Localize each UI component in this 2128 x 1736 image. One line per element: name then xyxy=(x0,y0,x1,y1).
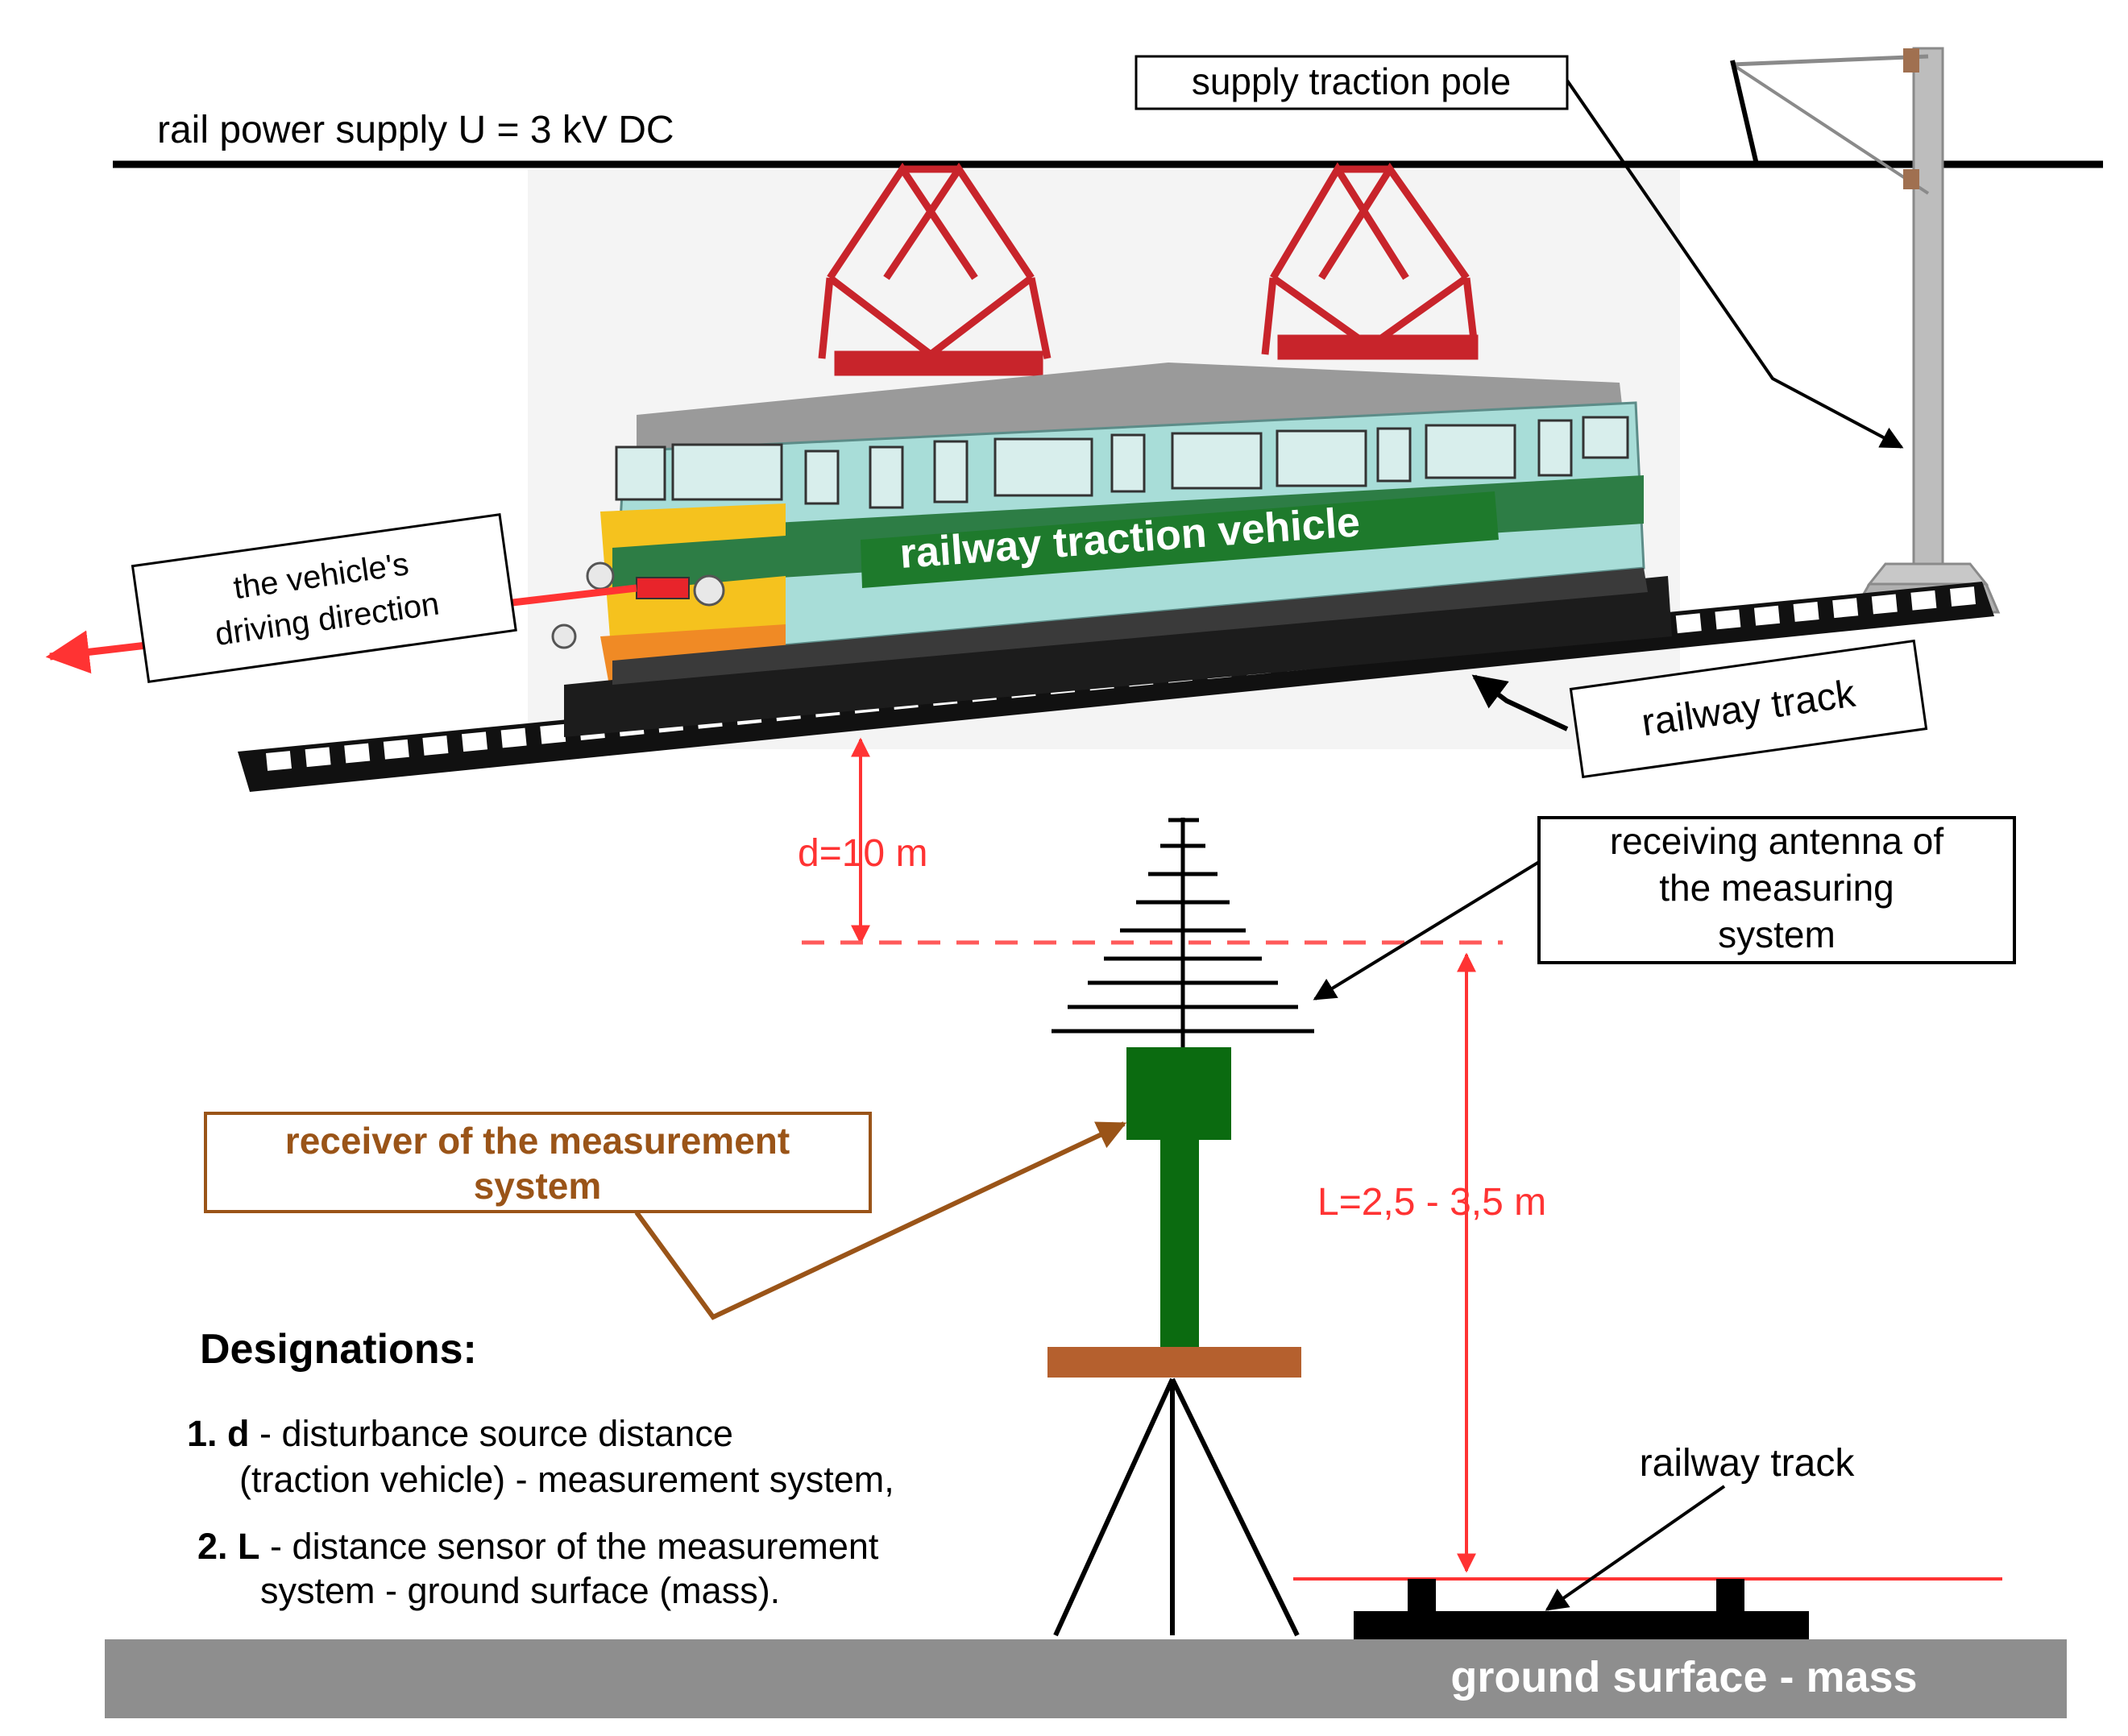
antenna-label-line1: receiving antenna of xyxy=(1610,820,1944,862)
designation-2-line1: 2. L - distance sensor of the measuremen… xyxy=(197,1526,879,1567)
receiver-label-box xyxy=(204,1112,872,1213)
track-bottom-label: railway track xyxy=(1640,1442,1856,1485)
track-sleeper xyxy=(266,751,292,771)
track-sleeper xyxy=(344,743,371,764)
designations-title: Designations: xyxy=(200,1326,477,1373)
antenna-label-line2: the measuring xyxy=(1659,867,1894,909)
track-sleeper xyxy=(383,739,409,760)
track-sleeper xyxy=(305,747,331,768)
track-sleeper xyxy=(1871,594,1898,615)
track-top-label: railway track xyxy=(1569,639,1928,779)
antenna-label-box xyxy=(1537,816,2016,964)
railway-traction-vehicle xyxy=(551,363,1672,737)
supply-pole-label: supply traction pole xyxy=(1192,60,1511,102)
track-sleeper xyxy=(1675,613,1702,634)
designation-2-line2: system - ground surface (mass). xyxy=(260,1570,780,1611)
driving-direction-label: the vehicle's driving direction xyxy=(131,512,517,683)
supply-pole-label-box xyxy=(1135,55,1569,110)
track-sleeper xyxy=(1949,586,1977,607)
vehicle-marker xyxy=(636,577,690,599)
ground-surface xyxy=(105,1639,2067,1718)
antenna-label-line3: system xyxy=(1718,914,1836,955)
track-sleeper xyxy=(1832,598,1859,619)
receiver-label-line1: receiver of the measurement xyxy=(285,1120,790,1162)
designations-legend: Designations: 1. d - disturbance source … xyxy=(187,1326,894,1611)
railway-track-bottom xyxy=(1354,1579,1809,1641)
power-supply-label: rail power supply U = 3 kV DC xyxy=(157,109,674,151)
supply-pole-pointer xyxy=(1566,79,1904,449)
pantograph-front xyxy=(818,162,1052,376)
track-sleeper xyxy=(422,735,449,756)
antenna-pointer xyxy=(1313,860,1541,1001)
ground-surface-label: ground surface - mass xyxy=(1450,1653,1917,1701)
pantograph-rear xyxy=(1261,162,1479,360)
designation-1-line2: (traction vehicle) - measurement system, xyxy=(239,1459,894,1500)
track-sleeper xyxy=(540,723,566,744)
designation-1-line1: 1. d - disturbance source distance xyxy=(187,1413,733,1454)
vehicle-windows xyxy=(615,416,1629,509)
track-sleeper xyxy=(1910,590,1937,611)
receiver-pointer xyxy=(634,1121,1127,1320)
track-top-pointer xyxy=(1471,674,1569,731)
track-sleeper xyxy=(500,727,527,748)
supply-traction-pole xyxy=(1730,47,2001,614)
tripod-mount-plate xyxy=(1047,1347,1301,1378)
track-sleeper xyxy=(1793,602,1819,622)
receiver-box xyxy=(1126,1047,1231,1140)
track-sleeper xyxy=(1753,605,1780,626)
track-bottom-pointer xyxy=(1545,1485,1726,1611)
distance-L-label: L=2,5 - 3,5 m xyxy=(1317,1181,1546,1224)
distance-d-label: d=10 m xyxy=(798,832,927,875)
track-sleeper xyxy=(462,731,488,752)
receiver-label-line2: system xyxy=(474,1165,602,1207)
track-sleeper xyxy=(1715,609,1741,630)
receiving-antenna xyxy=(1052,818,1314,1047)
sensor-mast xyxy=(1160,1140,1199,1349)
tripod xyxy=(1053,1378,1300,1637)
